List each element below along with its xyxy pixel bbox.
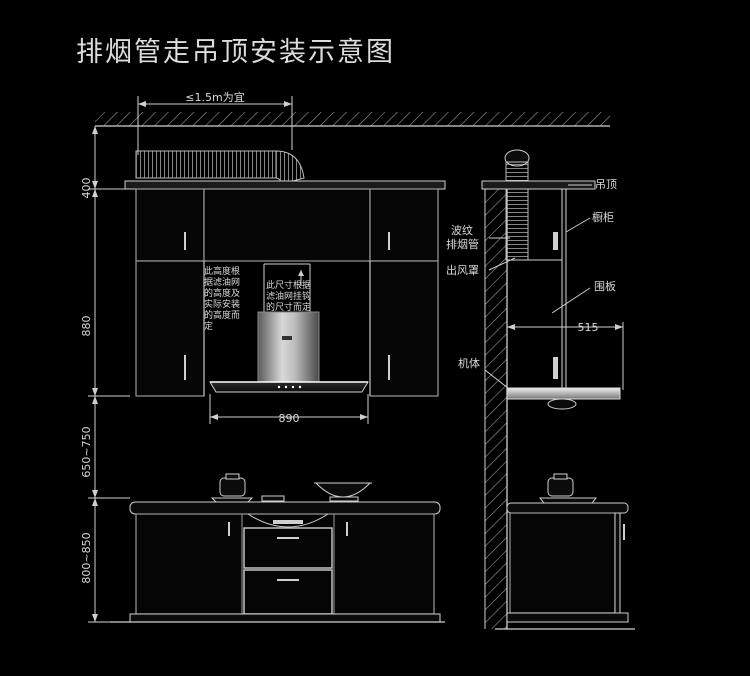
hood-width-label: 890 — [279, 412, 300, 425]
side-duct — [504, 149, 530, 261]
side-labels: 吊顶 橱柜 波纹 排烟管 出风罩 围板 机体 — [446, 178, 617, 393]
ceiling-label: 吊顶 — [595, 178, 617, 191]
body-label: 机体 — [458, 356, 480, 370]
ceiling-board-front — [124, 180, 446, 190]
base-height-label: 800~850 — [80, 532, 93, 583]
depth-label: 515 — [578, 321, 599, 334]
duct-label-2: 排烟管 — [446, 237, 479, 251]
ceiling-board-side — [481, 180, 596, 190]
hood-height-label: 880 — [80, 316, 93, 337]
outlet-label: 出风罩 — [446, 263, 479, 277]
duct-spacing-dimension: ≤1.5m为宜 — [137, 90, 293, 155]
upper-cabinets — [135, 188, 439, 397]
hood-notes: 此高度根 据滤油网 的高度及 实际安装 的高度而 定 此尺寸根据 滤油网挂钩 的… — [204, 263, 314, 332]
range-hood-front — [209, 311, 369, 393]
side-base-cabinet — [495, 473, 635, 630]
panel-label: 围板 — [594, 279, 616, 293]
hood-width-dimension: 890 — [209, 394, 369, 425]
hood-clearance-label: 650~750 — [80, 426, 93, 477]
note-left: 此高度根 据滤油网 的高度及 实际安装 的高度而 定 — [204, 265, 243, 332]
duct-spacing-label: ≤1.5m为宜 — [185, 90, 244, 104]
range-hood-side — [506, 387, 621, 410]
depth-dimension: 515 — [507, 321, 624, 390]
note-right: 此尺寸根据 滤油网挂钩 的尺寸而定 — [266, 279, 314, 313]
base-cabinets — [110, 501, 445, 623]
upper-cabinet-label: 400 — [80, 178, 93, 199]
diagram-title: 排烟管走吊顶安装示意图 — [76, 37, 395, 68]
ceiling-hatch — [95, 112, 610, 126]
vertical-dimensions: 400 880 650~750 800~850 — [80, 126, 130, 623]
cooktop-items — [210, 473, 372, 503]
side-view: 515 吊顶 橱柜 波纹 排烟管 出风罩 围板 机体 — [446, 149, 635, 630]
duct-label-1: 波纹 — [451, 223, 473, 237]
wall-hatch — [485, 189, 507, 629]
front-view: ≤1.5m为宜 — [80, 90, 610, 623]
cabinet-label: 橱柜 — [592, 210, 614, 224]
